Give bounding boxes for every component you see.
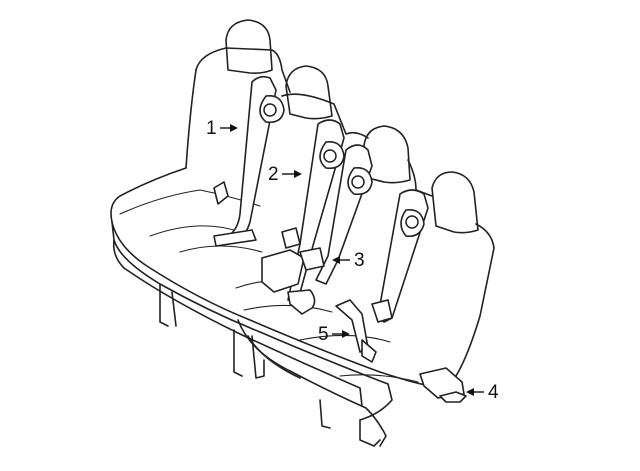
seat-belt-assembly-right-center: [299, 144, 373, 285]
callout-3: 3: [332, 250, 365, 271]
callout-2: 2: [268, 164, 302, 185]
seat-belt-assembly-center: [261, 119, 345, 315]
callout-number-4: 4: [488, 382, 499, 403]
callout-1: 1: [206, 118, 238, 139]
buckle-assembly: [335, 299, 377, 363]
callout-number-3: 3: [354, 250, 365, 271]
callout-number-1: 1: [206, 118, 217, 139]
callout-5: 5: [318, 324, 350, 345]
callout-4: 4: [466, 382, 499, 403]
callout-number-5: 5: [318, 324, 329, 345]
seat-belt-assembly-right: [371, 189, 467, 403]
seat-belt-assembly-left: [213, 75, 285, 247]
callout-number-2: 2: [268, 164, 279, 185]
rear-bench-seat: [110, 19, 495, 447]
